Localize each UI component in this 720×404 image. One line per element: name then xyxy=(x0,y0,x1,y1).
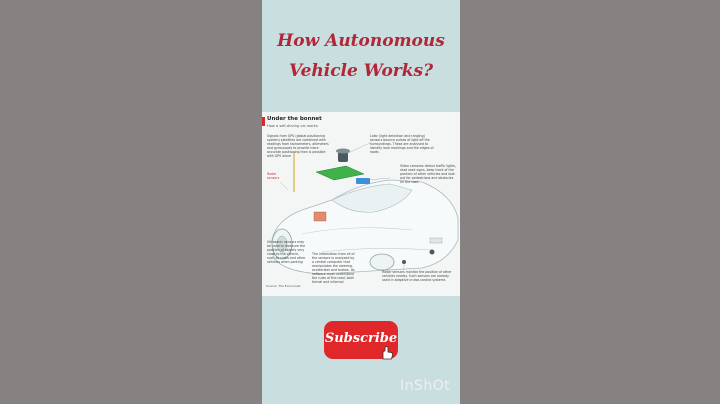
front-right-wheel xyxy=(369,253,395,271)
ultrasonic-label: Ultrasonic sensors may be used to measur… xyxy=(267,240,306,264)
central-computer-label: The information from all of the sensors … xyxy=(312,252,355,284)
inshot-watermark: InShOt xyxy=(400,378,451,394)
pointing-hand-icon xyxy=(382,346,393,360)
infographic: Under the bonnet How a self-driving car … xyxy=(262,112,460,296)
video-camera-icon xyxy=(356,178,370,184)
source-credit: Source: The Economist xyxy=(266,284,301,288)
video-title-line-1: How Autonomous xyxy=(277,31,445,51)
left-blur-background xyxy=(0,0,262,404)
video-frame: How Autonomous Vehicle Works? Under the … xyxy=(262,0,460,404)
right-blur-background xyxy=(460,0,720,404)
heading-accent-bar xyxy=(262,117,265,126)
roof-sensor-rack xyxy=(315,165,365,181)
ultrasonic-sensor-icon xyxy=(402,260,406,264)
car-illustration xyxy=(271,141,459,275)
lidar-label: Lidar (light detection and ranging) sens… xyxy=(370,134,434,154)
subscribe-label: Subscribe xyxy=(324,331,398,346)
number-plate xyxy=(429,237,443,244)
video-camera-label: Video cameras detect traffic lights, rea… xyxy=(400,164,456,184)
infographic-subheading: How a self-driving car works xyxy=(267,124,318,128)
radar-sensor-icon xyxy=(429,249,435,255)
infographic-heading: Under the bonnet xyxy=(267,116,322,122)
central-computer-icon xyxy=(313,211,327,222)
gps-label: Signals from GPS (global positioning sys… xyxy=(267,134,329,158)
lidar-icon xyxy=(338,152,348,162)
radar-label: Radar sensors xyxy=(267,172,280,180)
video-title-line-2: Vehicle Works? xyxy=(288,61,434,81)
radar-long-label: Radar sensors monitor the position of ot… xyxy=(382,270,452,282)
